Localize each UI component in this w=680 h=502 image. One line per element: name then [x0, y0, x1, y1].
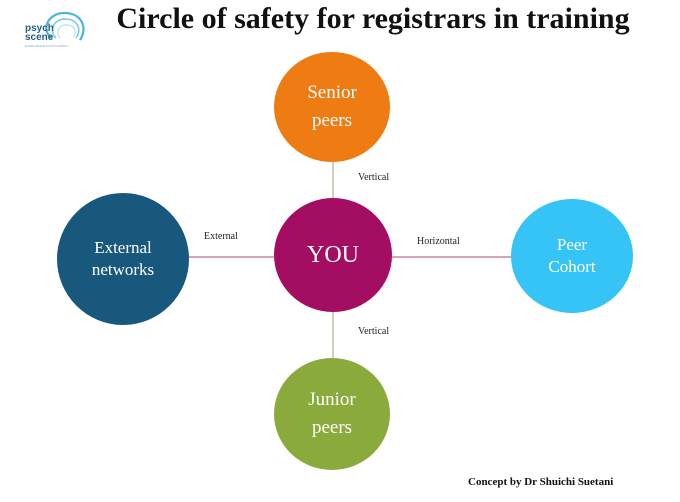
node-senior-peers: Senior peers	[274, 52, 390, 162]
node-junior-line1: Junior	[308, 389, 356, 410]
credit-text: Concept by Dr Shuichi Suetani	[468, 476, 614, 488]
edge-label-vertical-top: Vertical	[358, 172, 390, 183]
node-external-line2: networks	[91, 260, 155, 279]
node-junior-peers: Junior peers	[274, 358, 390, 470]
logo-tagline: EXCELLENCE IN PSYCHIATRY	[25, 44, 69, 48]
node-external-networks: External networks	[57, 193, 189, 325]
logo-text-psych: psych	[25, 23, 54, 34]
node-you: YOU	[274, 198, 392, 312]
edge-label-horizontal: Horizontal	[417, 236, 460, 247]
page-title: Circle of safety for registrars in train…	[116, 2, 630, 35]
node-peer-cohort: Peer Cohort	[511, 199, 633, 313]
wave-logo-icon	[45, 11, 85, 41]
node-senior-line2: peers	[311, 110, 353, 131]
edge-label-vertical-bottom: Vertical	[358, 326, 390, 337]
node-junior-line2: peers	[311, 417, 353, 438]
node-senior-line1: Senior	[307, 82, 357, 103]
node-you-label: YOU	[307, 241, 359, 268]
logo-text-scene: scene	[25, 32, 54, 43]
node-peer-line1: Peer	[556, 235, 588, 254]
edge-label-external: External	[204, 231, 238, 242]
psych-scene-logo: psych scene EXCELLENCE IN PSYCHIATRY	[22, 8, 92, 52]
node-peer-line2: Cohort	[548, 257, 596, 276]
node-external-line1: External	[94, 238, 152, 257]
